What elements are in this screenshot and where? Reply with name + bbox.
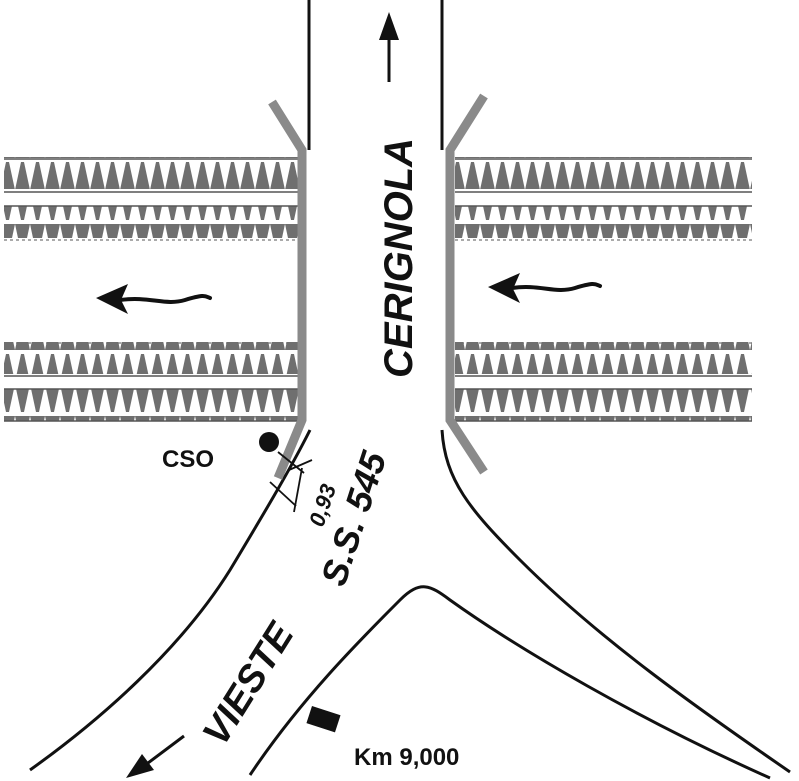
label-vieste: VIESTE — [195, 614, 303, 752]
arrow-left-icon — [118, 294, 212, 304]
road-edges — [29, 0, 791, 780]
southwest-arrow — [126, 734, 185, 778]
road-edge-southeast-outer — [440, 429, 791, 774]
distance-marker — [269, 451, 313, 513]
tree-rows-left — [4, 157, 300, 422]
km-marker: Km 9,000 — [306, 706, 459, 771]
label-kilometre: Km 9,000 — [354, 744, 459, 771]
tree-row-lower-left — [4, 342, 300, 422]
tree-row-upper-right — [455, 157, 752, 241]
rectangle-marker-icon — [306, 706, 341, 733]
tree-row-upper-left — [4, 157, 300, 241]
label-station: CSO — [162, 446, 214, 473]
north-arrow — [379, 12, 399, 82]
bridge-rail-right — [445, 93, 488, 475]
flow-arrow-right — [488, 273, 602, 303]
label-cerignola: CERIGNOLA — [377, 138, 421, 378]
arrow-left-icon — [510, 282, 602, 292]
road-edge-southwest-outer — [29, 429, 312, 772]
flow-arrow-left — [96, 284, 212, 314]
tree-row-lower-right — [455, 342, 752, 422]
bridge-rails — [268, 93, 488, 480]
filled-circle-icon — [259, 432, 279, 452]
bridge-rail-left — [268, 99, 307, 480]
station-cso: CSO — [162, 432, 279, 473]
arrow-down-left-icon — [143, 734, 185, 768]
tree-rows-right — [455, 157, 752, 422]
road-edge-inner-fork — [248, 585, 771, 780]
